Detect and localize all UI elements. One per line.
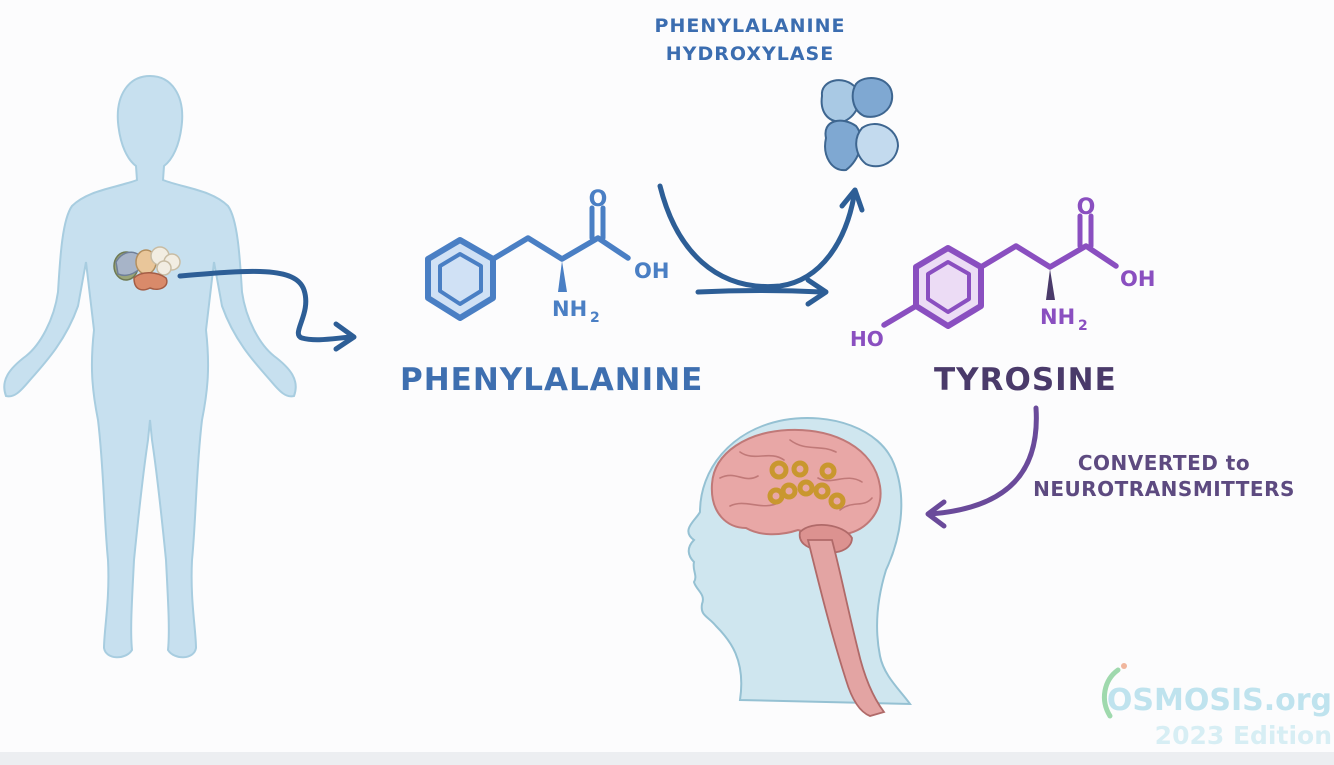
phe-atom-o: O [589,187,608,212]
brain-head-icon [687,416,912,717]
tyr-atom-nh2-subscript: 2 [1078,318,1088,334]
tyr-atom-oh: OH [1120,267,1155,291]
enzyme-label-line2: HYDROXYLASE [666,43,834,65]
tyrosine-structure [881,213,1119,329]
watermark-brand: OSMOSIS.org [1107,683,1332,718]
human-body-figure [3,74,357,659]
body-to-phe-arrow [177,268,355,343]
enzyme-cycle-arrow [657,183,857,290]
tyr-atom-ho: HO [850,327,884,351]
conversion-note-line2: NEUROTRANSMITTERS [1033,477,1295,501]
reaction-arrow [695,288,825,295]
enzyme-protein-icon [820,77,900,172]
osmosis-logo-icon [1101,663,1127,719]
neuron-cluster-icon [767,460,846,510]
digestive-organs-icon [113,246,181,291]
phe-atom-nh2: NH [552,297,587,321]
tyr-atom-nh2: NH [1040,305,1075,329]
tyrosine-to-brain-arrow [927,405,1039,517]
phenylalanine-label: PHENYLALANINE [400,362,703,398]
tyrosine-label: TYROSINE [934,362,1117,398]
footer-bar [0,752,1334,765]
tyr-atom-o: O [1077,195,1096,220]
phe-atom-oh: OH [634,259,669,283]
phe-atom-nh2-subscript: 2 [590,310,600,326]
spinal-cord [806,539,886,717]
conversion-note-line1: CONVERTED to [1078,451,1250,475]
watermark-edition: 2023 Edition [1155,721,1332,750]
enzyme-label-line1: PHENYLALANINE [655,15,846,37]
phenylalanine-structure [425,205,631,321]
